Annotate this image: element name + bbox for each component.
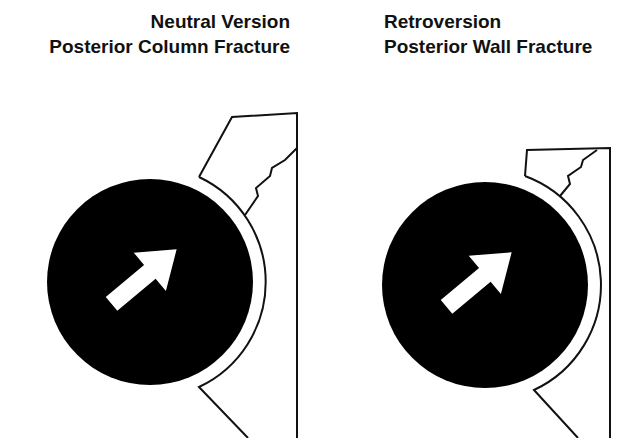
femoral-head (382, 182, 588, 388)
fracture-line (560, 150, 597, 196)
panel-heading: Neutral Version (151, 12, 290, 32)
panel-subheading: Posterior Column Fracture (49, 37, 290, 57)
direction-arrow (430, 233, 527, 326)
direction-arrow (95, 230, 192, 323)
femoral-head (47, 179, 253, 385)
panel-heading: Retroversion (384, 12, 501, 32)
fracture-line (245, 148, 297, 215)
panel-subheading: Posterior Wall Fracture (384, 37, 592, 57)
